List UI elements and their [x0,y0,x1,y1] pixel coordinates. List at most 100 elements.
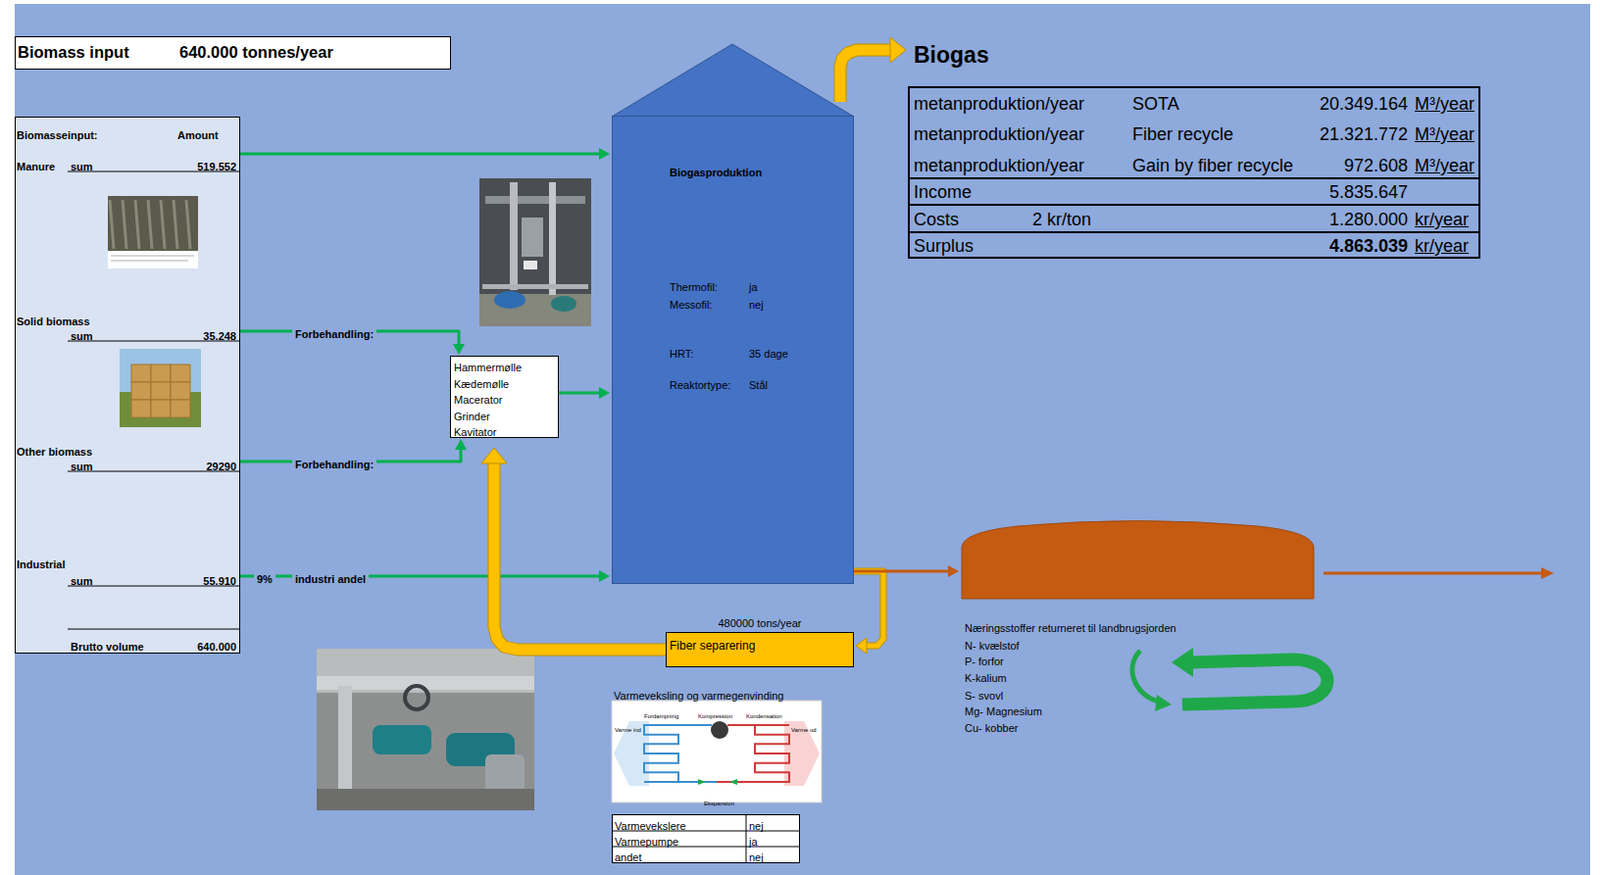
suction-pipe [678,724,712,727]
node-text: Amount [177,129,219,143]
node-text: 640.000 [197,641,237,654]
straw-bale [150,382,171,400]
text-holder: 972.608 [1344,155,1408,178]
pretreated-flow-arrow [558,387,610,400]
node-text: Kædemølle [453,378,509,392]
nutrient-cycle-arrow [1132,648,1328,712]
flow-arrow [698,779,706,786]
text-holder: S- svovl [964,686,1003,704]
cycle-head [1171,648,1194,678]
straw-bale [170,382,191,400]
text-holder: Cu- kobber [964,718,1018,737]
fiber-separation-box: 480000 tons/yearFiber separering [665,632,854,668]
reactor-roof [611,44,854,117]
text-holder: Kædemølle [453,374,509,393]
text-holder: 519.552 [197,156,237,175]
arrow-head [452,344,465,355]
outlet-head [1541,567,1554,580]
node-text: Solid biomass [16,315,91,329]
node-text: Fiber separering [669,639,755,653]
text-holder: nej [749,848,764,866]
node-text: Industrial [16,558,66,572]
text-holder: Forbehandling: [292,454,377,473]
text-holder: sum [70,156,94,175]
text-holder: Kondensation [746,704,783,723]
node-text: HRT: [669,348,694,361]
text-holder: kr/year [1414,209,1469,232]
straw-bale [131,382,151,400]
text-holder: Other biomass [16,442,93,460]
connector-line [853,570,950,574]
arrow-head [599,148,610,160]
connector-line [240,152,600,156]
straw-bale [170,400,191,418]
node-text: 640.000 tonnes/year [179,43,334,63]
text-holder: 5.835.647 [1329,182,1408,204]
text-holder: 29290 [205,456,237,475]
node-text: ja [749,836,758,850]
node-text: P- forfor [964,655,1004,669]
arrow-head [855,638,867,654]
node-text: Costs [913,209,959,232]
discharge-pipe [727,724,755,727]
photo-ground [107,196,199,251]
text-holder: Stål [749,375,768,394]
node-text: M³/year [1414,155,1475,178]
text-holder: Reaktortype: [669,375,731,394]
straw-bale [170,364,191,383]
arrow-head [948,565,959,578]
text-holder: kr/year [1414,236,1469,258]
flow-arrow [729,779,738,786]
node-text: nej [749,299,764,312]
photo-slat [135,200,140,250]
text-holder: K-kalium [964,668,1007,687]
manure-photo [107,196,199,269]
node-text: 35.248 [202,330,237,344]
illustration-label: Ekspansion [703,800,735,808]
edge-label: Forbehandling: [292,328,377,342]
node-text: metanproduktion/year [913,155,1085,178]
node-text: Macerator [453,394,503,407]
text-holder: Income [913,182,972,204]
text-holder: Gain by fiber recycle [1132,155,1294,178]
text-holder: Næringsstoffer returneret til landbrugsj… [964,618,1177,637]
illustration-label: Kondensation [746,713,783,721]
text-holder: SOTA [1132,94,1180,116]
node-text: Kavitator [453,426,497,440]
heat-pump-illustration [611,700,822,803]
text-holder: sum [70,456,94,475]
text-holder: M³/year [1414,94,1475,116]
illustration-label: Fordampning [644,713,679,721]
text-holder: andet [614,848,643,866]
connector-line [853,571,884,647]
arrow-head [454,439,467,450]
text-holder: 35 dage [749,344,789,362]
page-background [14,3,1591,875]
node-text: M³/year [1414,124,1475,147]
text-holder: Varme ind [614,718,642,737]
photo-tank [521,217,544,257]
text-holder: Biogas [913,42,990,70]
node-text: 519.552 [197,160,237,174]
node-text: Cu- kobber [964,722,1018,736]
node-text: 972.608 [1344,155,1408,178]
reactor-tank: BiogasproduktionThermofil:jaMessofil:nej… [611,115,854,585]
photo-label [523,260,538,270]
node-text: Biogas [913,42,990,70]
text-holder: 2 kr/ton [1032,209,1092,232]
node-text: kr/year [1414,236,1469,258]
connector-outline [840,50,892,102]
illustration-label: Kompression [698,713,733,721]
illustration-label: Varme ind [614,727,642,735]
node-text: Biomass input [17,43,130,63]
straw-bale [131,364,151,383]
node-text: Varmepumpe [614,836,679,850]
section-heading: Varmeveksling og varmegenvinding [613,690,784,703]
node-text: Biomasseinput: [16,129,99,143]
photo-caption-line [110,255,195,257]
node-text: sum [70,460,94,474]
node-text: Income [913,182,972,204]
cycle-head [1154,695,1172,712]
text-holder: ja [749,277,758,296]
